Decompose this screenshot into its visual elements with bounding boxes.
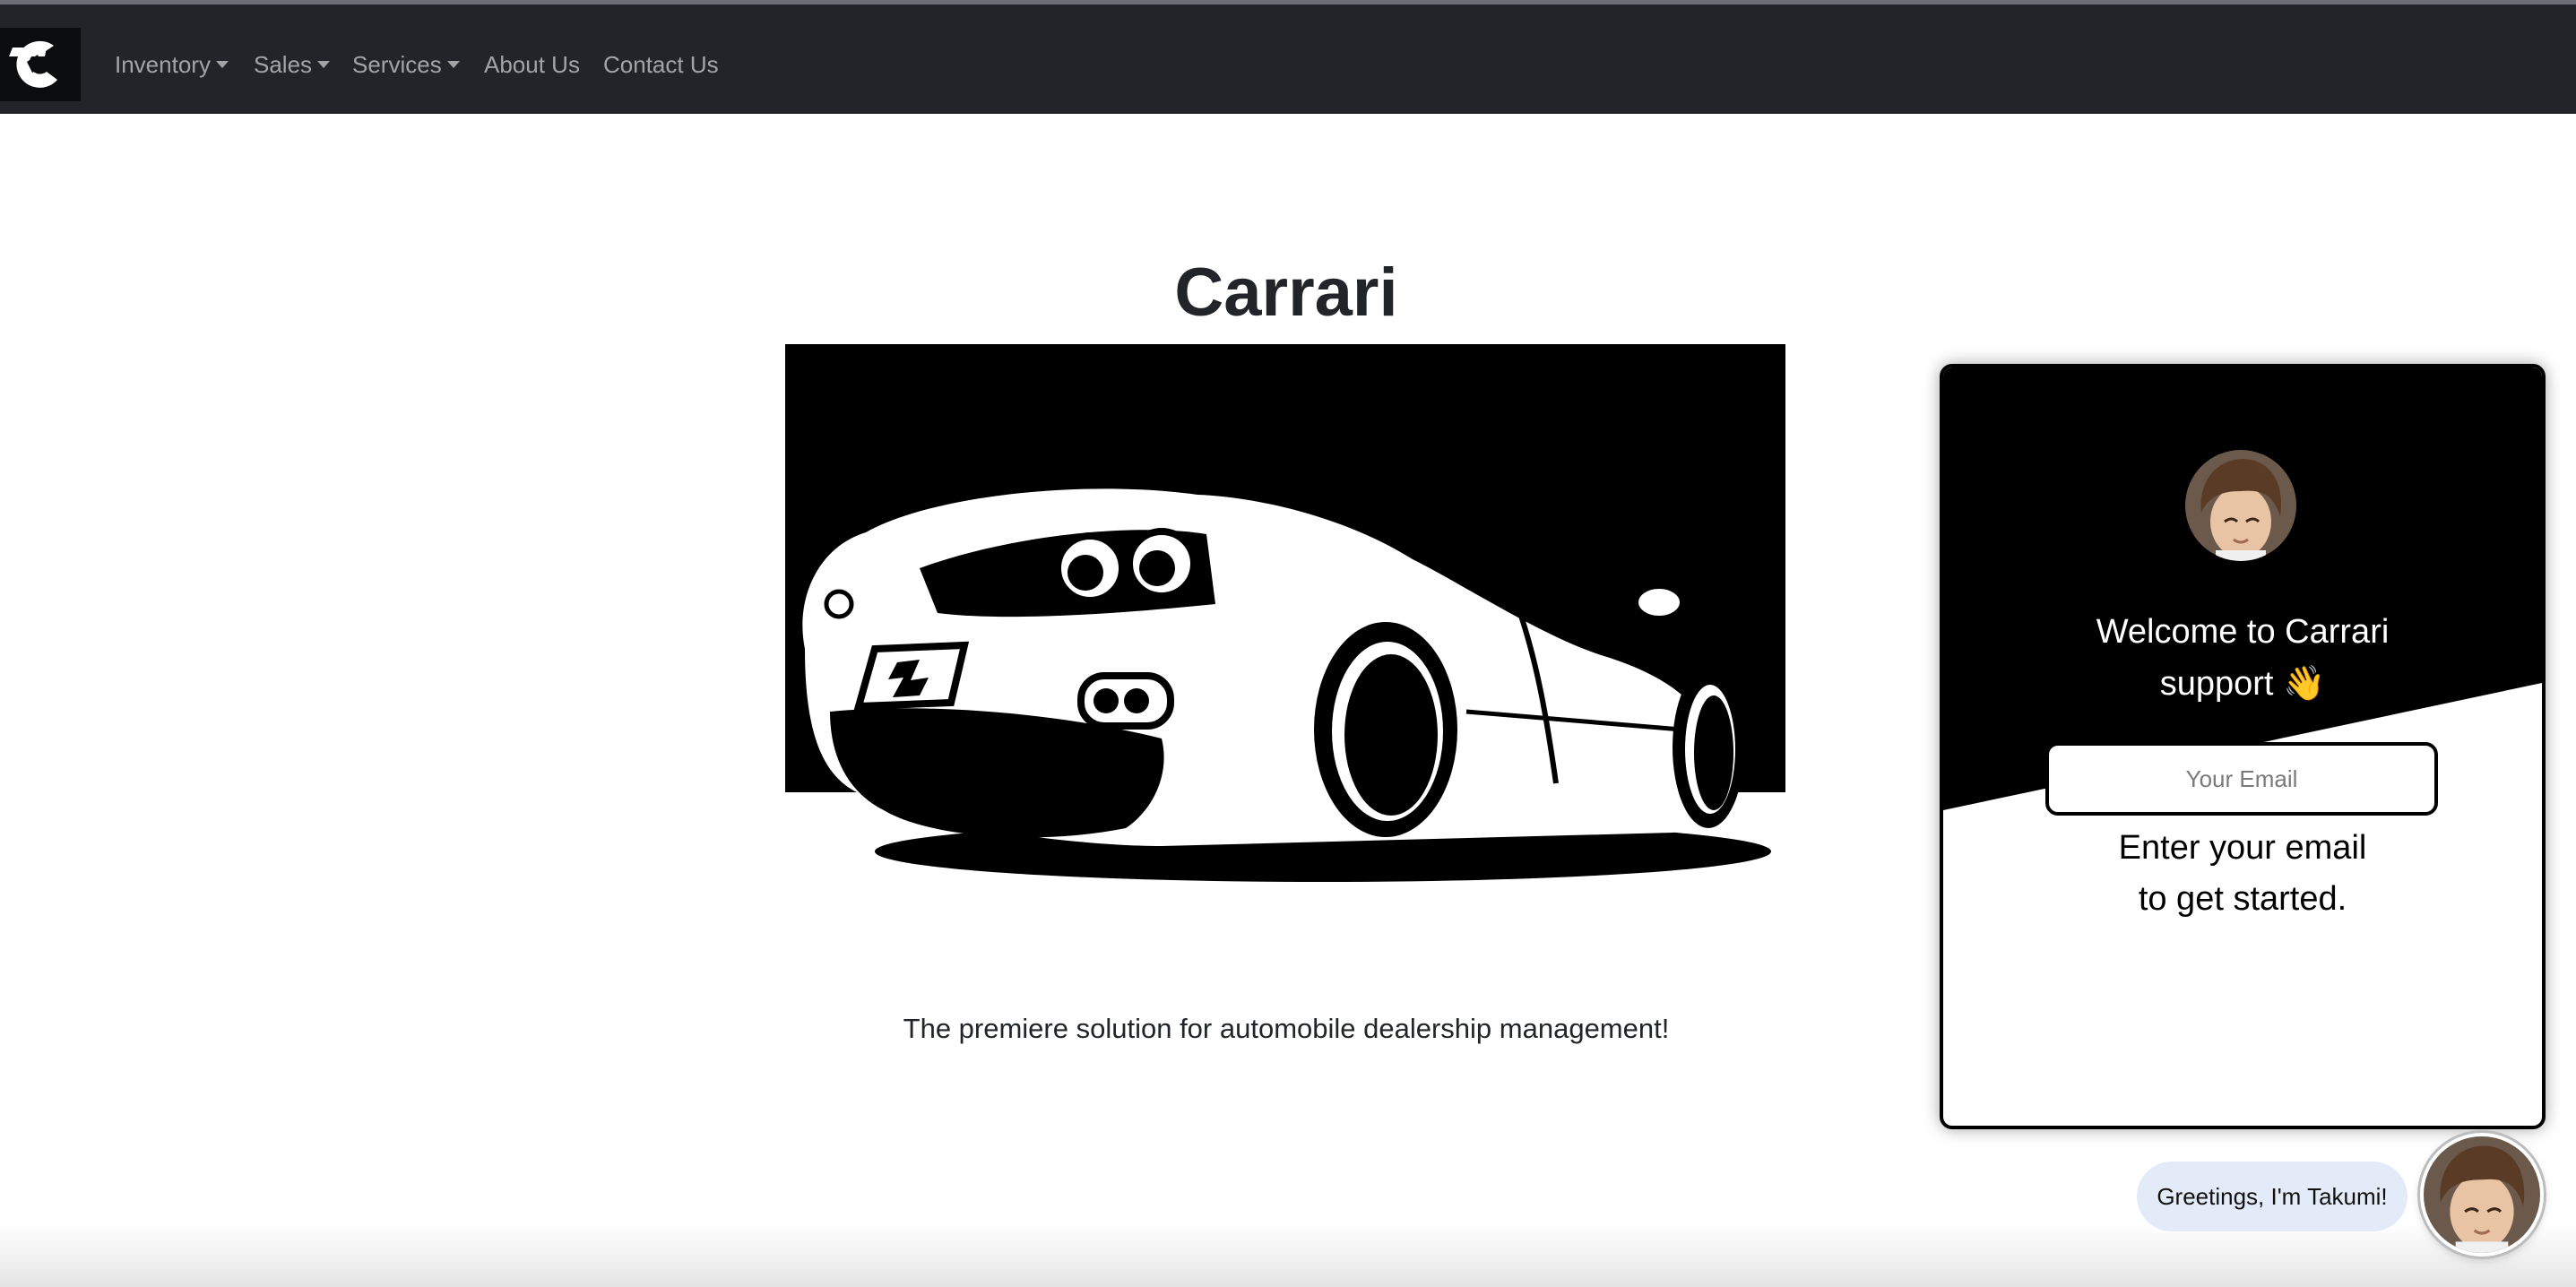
nav-contact-us[interactable]: Contact Us: [603, 48, 719, 81]
nav-about-us[interactable]: About Us: [484, 48, 580, 81]
sports-car-illustration: [785, 344, 1785, 882]
chat-hint-line-1: Enter your email: [2118, 829, 2367, 867]
navbar: Inventory Sales Services About Us Contac…: [0, 4, 2576, 114]
nav-services[interactable]: Services: [352, 48, 460, 81]
takumi-portrait-icon: [2185, 450, 2296, 561]
takumi-launcher-icon: [2424, 1136, 2540, 1253]
chevron-down-icon: [317, 61, 331, 68]
takumi-avatar: [2185, 450, 2296, 561]
greeting-bubble[interactable]: Greetings, I'm Takumi!: [2137, 1162, 2407, 1231]
chat-launcher-button[interactable]: [2424, 1136, 2540, 1253]
nav-sales[interactable]: Sales: [254, 48, 331, 81]
page-bottom-shadow: [0, 1224, 2576, 1287]
nav-inventory-label: Inventory: [115, 51, 211, 78]
tagline: The premiere solution for automobile dea…: [903, 1013, 1670, 1044]
nav-about-us-label: About Us: [484, 51, 580, 78]
chevron-down-icon: [446, 61, 460, 68]
page-title: Carrari: [1174, 255, 1398, 331]
hero-car-image: [785, 344, 1785, 891]
email-input[interactable]: [2045, 742, 2438, 816]
chat-welcome-line-2: support 👋: [2159, 665, 2326, 703]
carrari-logo-icon: [9, 40, 58, 88]
nav-sales-label: Sales: [254, 51, 313, 78]
chat-panel-background: [1943, 367, 2542, 810]
chat-welcome-line-1: Welcome to Carrari: [2096, 613, 2390, 651]
window-top-edge: [0, 0, 2576, 4]
chat-hint: Enter your email to get started.: [1943, 823, 2542, 925]
nav-inventory[interactable]: Inventory: [115, 48, 229, 81]
nav-services-label: Services: [352, 51, 442, 78]
support-chat-panel: Welcome to Carrari support 👋 Enter your …: [1940, 364, 2546, 1129]
chat-welcome-heading: Welcome to Carrari support 👋: [1943, 606, 2542, 710]
chat-hint-line-2: to get started.: [2138, 880, 2347, 918]
chevron-down-icon: [215, 61, 229, 68]
nav-contact-us-label: Contact Us: [603, 51, 719, 78]
carrari-logo[interactable]: [0, 28, 81, 101]
